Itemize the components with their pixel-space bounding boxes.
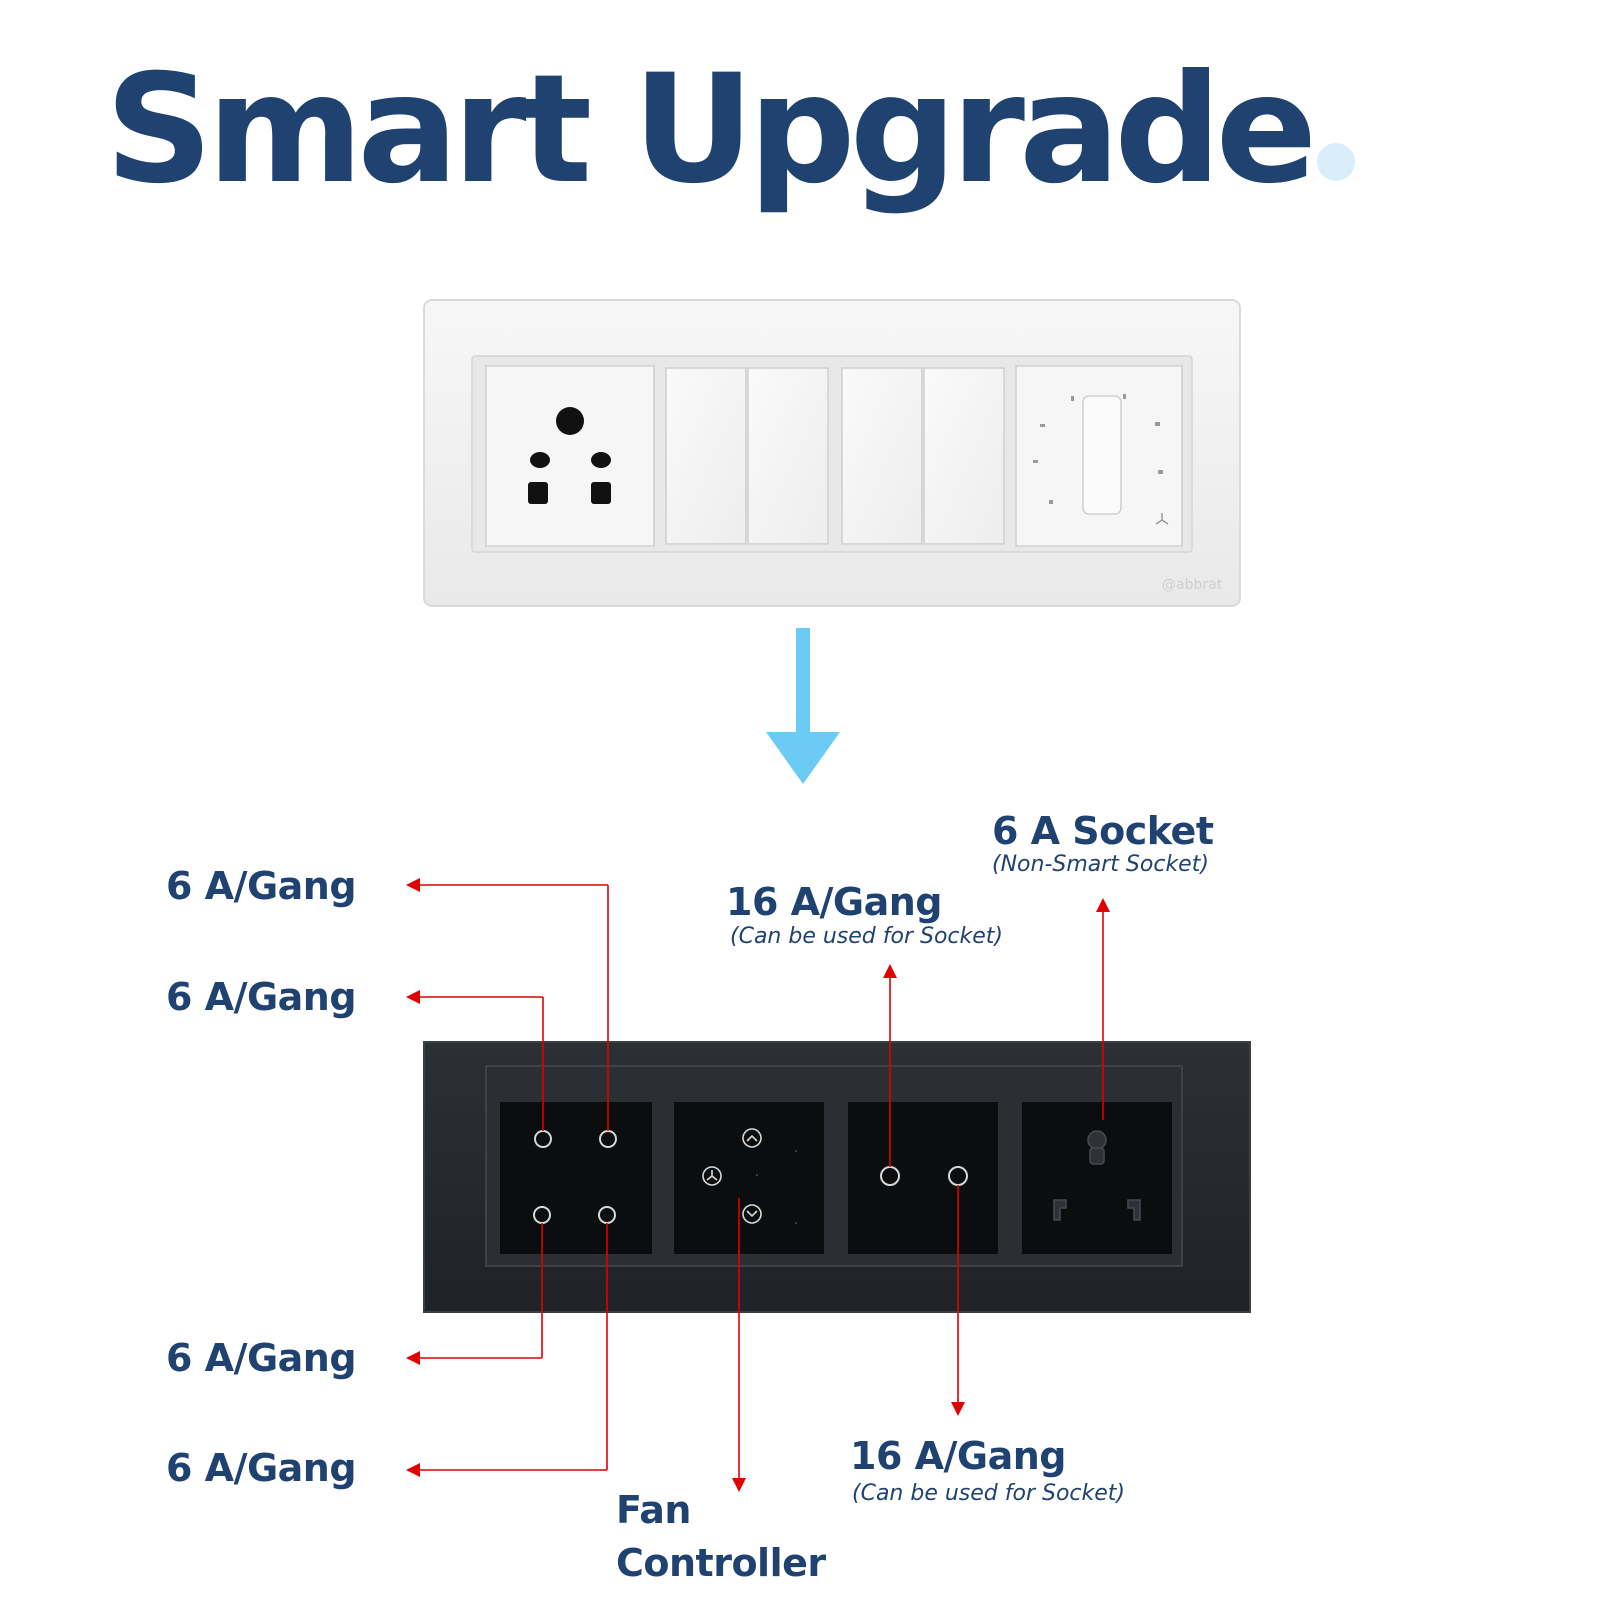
touch-module-16a — [848, 1102, 998, 1254]
label-16a-gang-top-note: (Can be used for Socket) — [730, 924, 1004, 949]
down-arrow-icon — [766, 628, 840, 784]
smart-switchboard — [423, 1041, 1251, 1313]
label-fan-line2: Controller — [616, 1541, 826, 1585]
leader-lines — [406, 878, 1110, 1492]
title-dot — [1317, 143, 1356, 181]
label-16a-gang-top: 16 A/Gang — [726, 880, 943, 924]
page-title-text: Smart Upgrade — [105, 43, 1317, 217]
label-6a-socket-note: (Non-Smart Socket) — [992, 852, 1209, 877]
brand-mark: @abbrat — [1162, 577, 1223, 593]
label-6a-gang-2: 6 A/Gang — [166, 975, 357, 1019]
chevron-up-icon — [742, 1128, 762, 1148]
touch-module-4-gang — [500, 1102, 652, 1254]
page-title: Smart Upgrade — [105, 40, 1356, 220]
label-6a-socket: 6 A Socket — [992, 809, 1214, 853]
label-6a-gang-4: 6 A/Gang — [166, 1446, 357, 1490]
label-fan-line1: Fan — [616, 1488, 691, 1532]
touch-module-fan — [674, 1102, 824, 1254]
socket-icon — [1022, 1102, 1172, 1254]
label-6a-gang-1: 6 A/Gang — [166, 864, 357, 908]
old-socket-module — [485, 365, 655, 547]
label-6a-gang-3: 6 A/Gang — [166, 1336, 357, 1380]
old-fan-regulator — [1015, 365, 1183, 547]
label-16a-gang-bottom-note: (Can be used for Socket) — [852, 1481, 1126, 1506]
label-16a-gang-bottom: 16 A/Gang — [850, 1434, 1067, 1478]
fan-icon — [702, 1166, 722, 1186]
old-rocker-switches — [665, 367, 1005, 545]
old-switchboard: @abbrat — [423, 299, 1241, 607]
chevron-down-icon — [742, 1204, 762, 1224]
